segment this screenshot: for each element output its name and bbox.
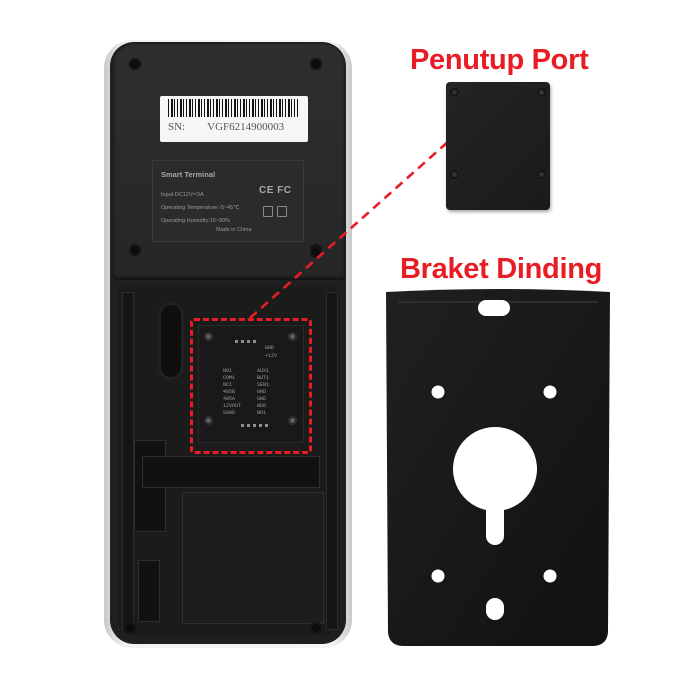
- bracket-hole: [431, 569, 445, 583]
- port-label: 12VOUT: [223, 403, 242, 409]
- port-label-12v: +12V: [265, 353, 278, 359]
- pin-icon: [253, 424, 256, 427]
- cable-channel: [142, 456, 320, 488]
- screw-icon: [129, 58, 141, 70]
- recycle-icon: [263, 206, 273, 217]
- pin-icon: [241, 424, 244, 427]
- port-terminal-board: GND +12V NO1 COM1 NC1 485B 485A 12VOUT S…: [198, 325, 304, 443]
- pin-icon: [241, 340, 244, 343]
- bracket-keyhole: [453, 426, 537, 545]
- screw-icon: [537, 88, 546, 97]
- screw-icon: [310, 58, 322, 70]
- port-label: 485A: [223, 396, 236, 402]
- pin-icon: [247, 424, 250, 427]
- pin-icon: [259, 424, 262, 427]
- bracket-hole: [431, 385, 445, 399]
- pin-icon: [235, 340, 238, 343]
- port-label: GND: [257, 389, 267, 395]
- bracket-title: Braket Dinding: [400, 253, 603, 285]
- board-screw-icon: [288, 332, 297, 341]
- serial-number-text: SN: VGF6214900003: [168, 121, 284, 133]
- pin-icon: [253, 340, 256, 343]
- screw-icon: [450, 170, 459, 179]
- pin-icon: [265, 424, 268, 427]
- port-label: 485B: [223, 389, 236, 395]
- bracket-hole: [543, 385, 557, 399]
- pin-icon: [247, 340, 250, 343]
- spec-temperature: Operating Temperature:-5~45℃: [161, 205, 240, 211]
- port-label: GND: [257, 396, 267, 402]
- bracket-bottom-slot: [486, 598, 504, 620]
- bracket-top-slot: [478, 300, 510, 316]
- port-cover-title: Penutup Port: [410, 44, 589, 76]
- lower-mount-block: [182, 492, 324, 624]
- screw-icon: [129, 244, 141, 256]
- port-label: WD1: [257, 410, 267, 416]
- port-cover: [446, 82, 550, 210]
- spec-humidity: Operating Humidity:10~90%: [161, 218, 230, 224]
- spec-input: Input DC12V⎓3A: [161, 192, 204, 198]
- port-label: SGND: [223, 410, 236, 416]
- board-screw-icon: [288, 416, 297, 425]
- port-label: BUT1: [257, 375, 270, 381]
- port-label: WD0: [257, 403, 267, 409]
- port-label: NC1: [223, 382, 233, 388]
- cable-channel: [138, 560, 160, 622]
- board-screw-icon: [204, 416, 213, 425]
- screw-icon: [450, 88, 459, 97]
- port-highlight-box: [190, 318, 312, 454]
- port-label: COM1: [223, 375, 236, 381]
- side-rail: [326, 292, 338, 630]
- screw-icon: [310, 622, 322, 634]
- spec-label: Smart Terminal Input DC12V⎓3A Operating …: [152, 160, 304, 242]
- port-label: AUX1: [257, 368, 270, 374]
- mounting-slot: [158, 302, 184, 380]
- barcode-icon: [168, 99, 298, 117]
- wall-bracket: [386, 289, 610, 646]
- port-label-gnd: GND: [265, 345, 275, 351]
- weee-bin-icon: [277, 206, 287, 217]
- serial-number-sticker: SN: VGF6214900003: [160, 96, 308, 142]
- serial-prefix: SN:: [168, 121, 186, 133]
- port-label: SEN1: [257, 382, 270, 388]
- board-screw-icon: [204, 332, 213, 341]
- port-label: NO1: [223, 368, 233, 374]
- screw-icon: [537, 170, 546, 179]
- screw-icon: [124, 622, 136, 634]
- certification-marks: CE FC: [259, 185, 292, 196]
- bracket-hole: [543, 569, 557, 583]
- spec-title: Smart Terminal: [161, 170, 216, 179]
- serial-number: VGF6214900003: [207, 121, 285, 133]
- spec-made-in: Made in China: [216, 227, 252, 233]
